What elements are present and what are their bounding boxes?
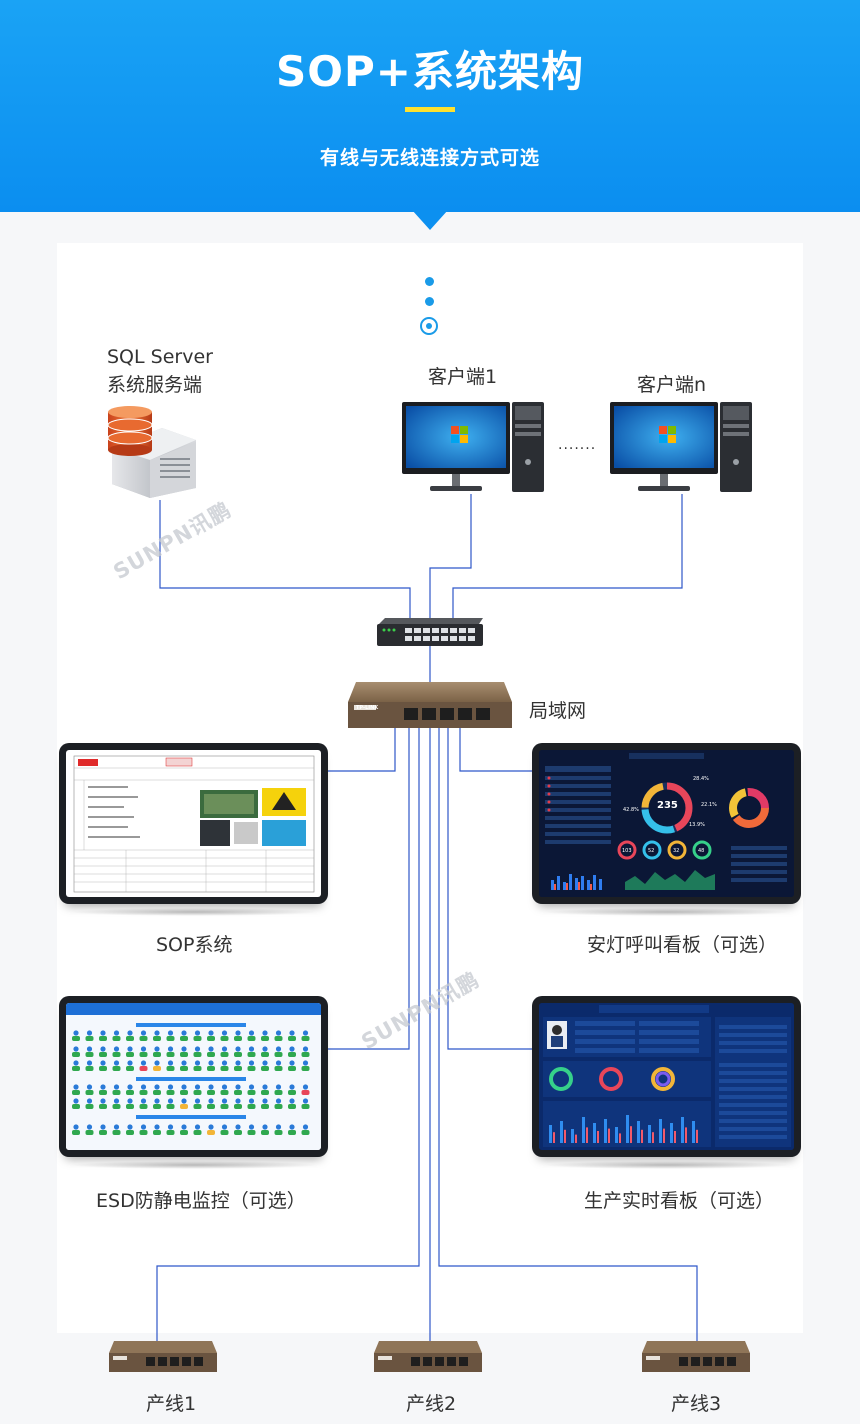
line2-label: 产线2 [406,1393,457,1415]
header-pointer [412,210,448,230]
link-router-esd [327,728,410,1050]
andon-gauge-1: 103 [622,848,632,854]
sop-system-display [59,743,328,904]
andon-gauge-2: 52 [648,848,655,854]
andon-board-display: 235 28.4% 42.8% 22.1% 13.9% 103 52 32 48 [532,743,801,904]
lan-router-icon [348,682,512,728]
production-board-label: 生产实时看板（可选） [584,1190,775,1212]
andon-pct-left: 42.8% [623,807,639,813]
link-router-line1 [156,728,420,1343]
page-title: SOP+系统架构 [276,47,584,96]
link-router-andon [459,728,532,772]
wireless-dot [425,277,434,286]
link-client1-switch [429,494,472,618]
header-banner: SOP+系统架构 有线与无线连接方式可选 [0,0,860,212]
andon-dashboard-preview [539,750,794,897]
network-switch-icon [377,618,483,646]
client1-computer-icon [402,402,544,492]
andon-board-label: 安灯呼叫看板（可选） [587,934,778,956]
esd-monitor-preview [66,1003,321,1150]
sop-system-label: SOP系统 [156,934,233,956]
link-server-switch [159,500,411,618]
clients-ellipsis: ······· [558,441,597,457]
clientn-label: 客户端n [637,374,707,396]
link-clientn-switch [452,494,683,618]
andon-center-value: 235 [657,800,678,811]
link-router-sop [327,728,396,772]
tablet-shadow [543,908,791,916]
router-brand-label: TP-LINK [356,705,379,711]
title-underline [405,107,455,112]
clientn-computer-icon [610,402,752,492]
tablet-shadow [70,1161,318,1169]
server-label-line2: 系统服务端 [107,374,203,396]
tablet-shadow [70,908,318,916]
database-server-icon [107,406,196,498]
line1-label: 产线1 [146,1393,197,1415]
client1-label: 客户端1 [428,366,498,388]
andon-pct-top: 28.4% [693,776,709,782]
server-label-line1: SQL Server [107,346,213,368]
line2-router-icon [374,1341,482,1372]
page-subtitle: 有线与无线连接方式可选 [319,147,540,169]
line3-label: 产线3 [671,1393,722,1415]
lan-label: 局域网 [529,700,587,722]
sop-document-preview [73,755,315,893]
production-dashboard-preview [539,1003,794,1150]
tablet-shadow [543,1161,791,1169]
link-router-line3 [438,728,698,1343]
line3-router-icon [642,1341,750,1372]
production-board-display [532,996,801,1157]
link-router-production [447,728,532,1050]
andon-pct-right: 22.1% [701,802,717,808]
esd-monitor-display [59,996,328,1157]
esd-monitor-label: ESD防静电监控（可选） [96,1190,306,1212]
andon-pct-bottom: 13.9% [689,822,705,828]
line1-router-icon [109,1341,217,1372]
wireless-ring-icon [420,317,438,335]
andon-gauge-3: 32 [673,848,680,854]
wireless-dot [425,297,434,306]
andon-gauge-4: 48 [698,848,705,854]
